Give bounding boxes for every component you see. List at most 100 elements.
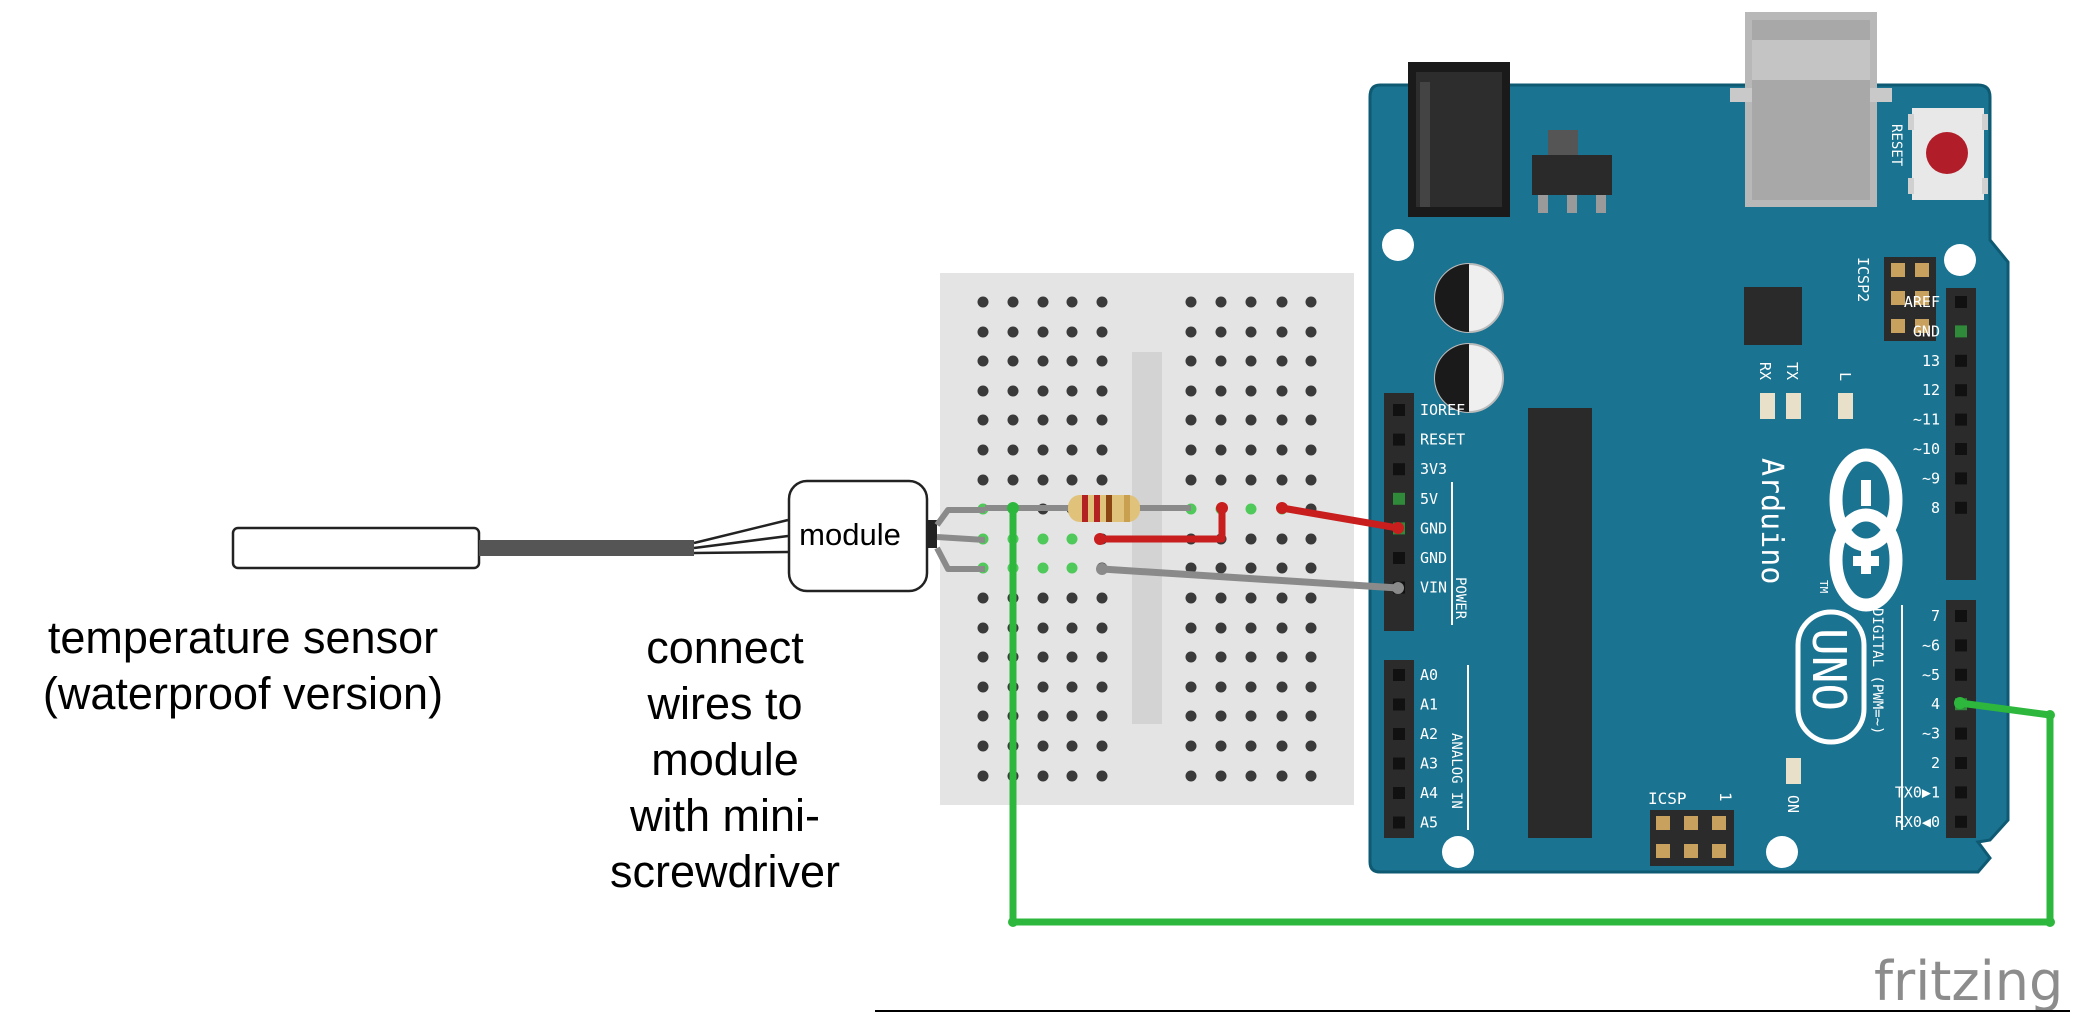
breadboard-hole: [1215, 326, 1227, 338]
pin-label: A5: [1420, 814, 1438, 832]
breadboard-hole: [1185, 562, 1197, 574]
breadboard-hole: [1305, 414, 1317, 426]
breadboard-hole: [977, 681, 989, 693]
breadboard-hole: [1096, 444, 1108, 456]
pin-label: 3V3: [1420, 460, 1447, 478]
wire-jumper-red: [1096, 504, 1226, 543]
breadboard-hole: [1245, 710, 1257, 722]
breadboard-hole: [977, 326, 989, 338]
breadboard-hole: [1276, 326, 1288, 338]
breadboard-hole: [1305, 681, 1317, 693]
sensor-caption: temperature sensor (waterproof version): [0, 610, 486, 722]
breadboard-hole-connected: [1037, 533, 1049, 545]
uno-model: UNO: [1802, 628, 1856, 711]
breadboard-hole: [1037, 385, 1049, 397]
breadboard-hole: [1215, 385, 1227, 397]
breadboard-hole: [1096, 355, 1108, 367]
breadboard-hole: [1066, 474, 1078, 486]
capacitor: [1434, 343, 1504, 413]
breadboard-hole: [1037, 296, 1049, 308]
wire-gnd-gray: [1098, 565, 1402, 592]
pin-socket: [1955, 384, 1967, 397]
breadboard-hole: [1305, 385, 1317, 397]
breadboard-hole: [1066, 681, 1078, 693]
pin-socket: [1393, 816, 1405, 829]
breadboard-hole: [1066, 385, 1078, 397]
breadboard-hole: [1276, 651, 1288, 663]
breadboard-hole: [1215, 770, 1227, 782]
breadboard-hole: [977, 444, 989, 456]
sensor-probe: [231, 526, 481, 570]
breadboard-hole: [1185, 770, 1197, 782]
breadboard-hole: [1096, 385, 1108, 397]
breadboard-hole: [1245, 622, 1257, 634]
mounting-hole: [1944, 244, 1976, 276]
l-label: L: [1836, 372, 1854, 381]
breadboard-hole: [1007, 355, 1019, 367]
breadboard-hole: [1096, 414, 1108, 426]
breadboard-hole: [977, 622, 989, 634]
pin-label: IOREF: [1420, 401, 1465, 419]
breadboard-hole: [1276, 592, 1288, 604]
pin-label: A1: [1420, 696, 1438, 714]
breadboard-hole: [977, 770, 989, 782]
module-terminal: [927, 520, 937, 548]
breadboard-hole: [1096, 592, 1108, 604]
pin-socket: [1955, 325, 1967, 338]
pin-label: ~3: [1922, 725, 1940, 743]
usb-connector: [1730, 12, 1892, 207]
pin-label: A3: [1420, 755, 1438, 773]
pin-label: GND: [1420, 519, 1447, 537]
resistor: [985, 495, 1191, 522]
breadboard-hole: [1096, 651, 1108, 663]
pin-socket: [1393, 757, 1405, 770]
breadboard-hole: [1276, 296, 1288, 308]
sensor-caption-line: temperature sensor: [47, 612, 439, 663]
breadboard-hole: [1096, 681, 1108, 693]
breadboard-hole: [1305, 474, 1317, 486]
breadboard-hole: [977, 355, 989, 367]
breadboard-hole: [1215, 710, 1227, 722]
on-label: ON: [1784, 795, 1802, 813]
note-line: wires to: [647, 678, 803, 729]
pin-label: 8: [1931, 499, 1940, 517]
pin-socket: [1955, 413, 1967, 426]
breadboard-hole: [1037, 710, 1049, 722]
pin-label: 12: [1922, 381, 1940, 399]
breadboard-hole: [1215, 622, 1227, 634]
power-header: [1384, 393, 1414, 631]
breadboard-hole: [1305, 355, 1317, 367]
pin-label: 7: [1931, 607, 1940, 625]
pin-label: RX0◀0: [1895, 813, 1940, 831]
pin-socket: [1393, 492, 1405, 505]
breadboard-hole: [1305, 770, 1317, 782]
pin-label: TX0▶1: [1895, 783, 1940, 801]
breadboard-hole: [1066, 326, 1078, 338]
breadboard-hole: [1215, 562, 1227, 574]
breadboard-hole: [1305, 444, 1317, 456]
pin-label: 2: [1931, 754, 1940, 772]
pin-socket: [1393, 463, 1405, 476]
breadboard-hole: [1215, 740, 1227, 752]
breadboard-hole: [1276, 562, 1288, 574]
sensor-leads: [693, 518, 789, 555]
breadboard-hole: [1185, 592, 1197, 604]
breadboard-hole-grid: [977, 296, 1317, 782]
fritzing-watermark: fritzing: [1874, 950, 2063, 1013]
note-line: with mini-: [629, 790, 821, 841]
pin-socket: [1955, 786, 1967, 799]
breadboard-hole: [1007, 474, 1019, 486]
mounting-hole: [1766, 836, 1798, 868]
temperature-sensor: [231, 518, 789, 570]
breadboard-hole: [1305, 622, 1317, 634]
module-leads: [934, 507, 986, 572]
pin-socket: [1955, 501, 1967, 514]
breadboard-hole: [1066, 710, 1078, 722]
breadboard-hole: [1037, 740, 1049, 752]
breadboard-hole: [1066, 296, 1078, 308]
breadboard-hole: [1066, 740, 1078, 752]
breadboard-hole: [1066, 592, 1078, 604]
breadboard-hole: [1185, 681, 1197, 693]
